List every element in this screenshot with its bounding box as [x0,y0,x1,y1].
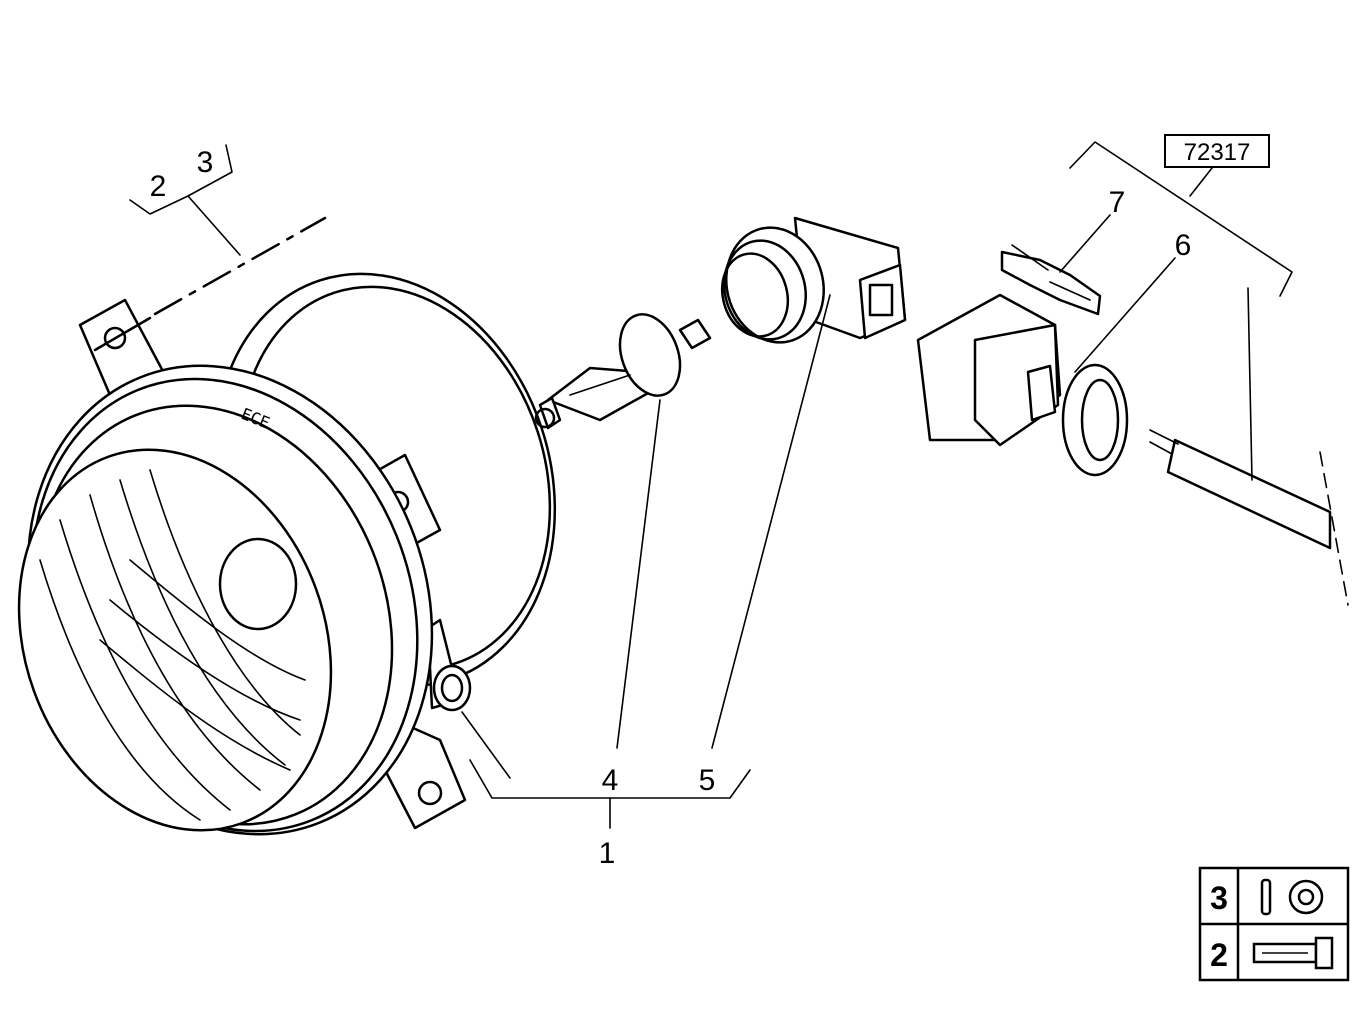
callouts: 1 2 3 4 5 6 7 [150,146,1192,870]
bulb-socket [720,216,907,344]
reference-box: 72317 [1164,134,1270,168]
callout-5: 5 [699,764,716,797]
fastener-legend: 3 2 [1198,866,1350,982]
legend-row-2-number: 2 [1210,937,1228,973]
wiring-connector [916,293,1129,477]
callout-6: 6 [1175,229,1192,262]
callout-7: 7 [1109,186,1126,219]
fastener-axis [93,144,327,352]
bolt-icon [1252,936,1334,970]
leader-lines [461,141,1293,829]
wiring-cable [1149,429,1349,606]
crimp-terminal [1000,244,1102,316]
reference-box-label: 72317 [1184,139,1251,166]
washer-icon [1260,878,1324,916]
legend-row-1-number: 3 [1210,880,1228,916]
halogen-bulb [534,313,712,430]
callout-1: 1 [599,837,616,870]
callout-2: 2 [150,170,167,203]
fog-lamp-housing: ECE [17,272,557,836]
callout-4: 4 [602,764,619,797]
callout-3: 3 [197,146,214,179]
